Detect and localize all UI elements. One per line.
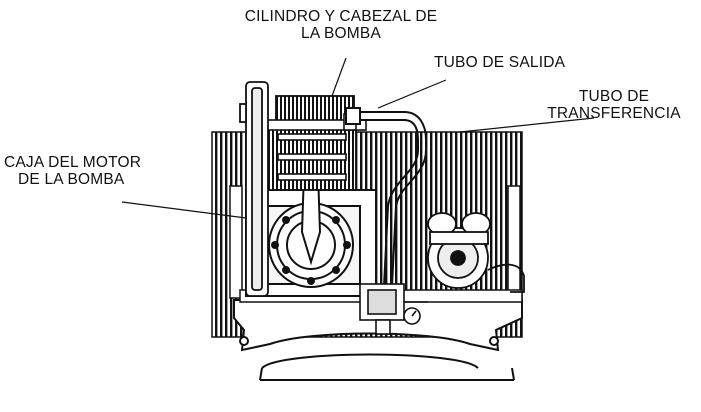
label-crankcase: CAJA DEL MOTOR DE LA BOMBA	[4, 154, 141, 188]
label-transfer-tube-line2: TRANSFERENCIA	[547, 105, 681, 122]
label-outlet-tube-line1: TUBO DE SALIDA	[434, 54, 566, 71]
leader-outlet-tube	[377, 79, 447, 109]
label-transfer-tube: TUBO DE TRANSFERENCIA	[530, 88, 698, 122]
label-crankcase-line2: DE LA BOMBA	[18, 171, 125, 188]
label-cylinder-head-line1: CILINDRO Y CABEZAL DE	[244, 8, 438, 25]
label-cylinder-head: CILINDRO Y CABEZAL DE LA BOMBA	[200, 8, 482, 42]
flywheel	[239, 81, 269, 297]
label-transfer-tube-line1: TUBO DE	[578, 88, 650, 105]
label-cylinder-head-line2: LA BOMBA	[301, 25, 381, 42]
transfer-tube	[345, 107, 427, 287]
pump-crankcase	[245, 167, 377, 297]
pump-cylinder	[267, 125, 357, 191]
leader-transfer-tube	[459, 117, 595, 133]
label-crankcase-line1: CAJA DEL MOTOR	[4, 154, 142, 171]
electric-motor	[427, 212, 525, 293]
leader-cylinder-head	[331, 57, 347, 97]
leader-crankcase	[121, 201, 247, 219]
label-outlet-tube: TUBO DE SALIDA	[434, 54, 565, 71]
leader-lines	[121, 57, 595, 219]
check-valve-assembly	[359, 283, 428, 335]
